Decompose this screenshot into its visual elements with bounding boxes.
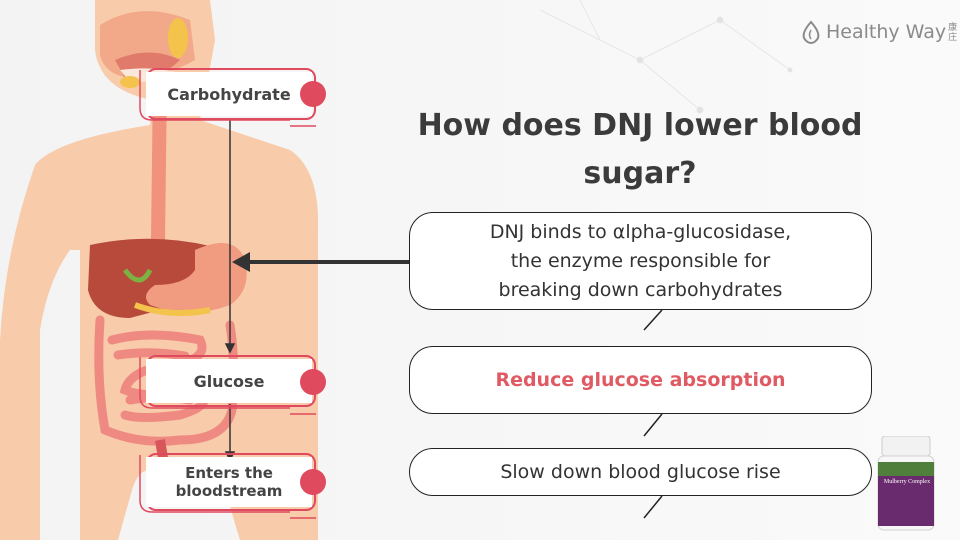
bubble-1-line-3: breaking down carbohydrates	[498, 278, 783, 301]
mechanism-bubble: DNJ binds to αlpha-glucosidase, the enzy…	[409, 212, 872, 310]
page-title: How does DNJ lower blood sugar?	[400, 102, 880, 198]
bloodstream-dot	[300, 469, 326, 495]
title-line-2: sugar?	[583, 156, 697, 191]
product-label: Mulberry Complex	[883, 479, 931, 485]
product-bottle-image	[877, 436, 935, 531]
bubble-2-tail	[643, 413, 663, 437]
glucose-dot	[300, 369, 326, 395]
bloodstream-line-1: Enters the	[185, 464, 273, 482]
title-line-1: How does DNJ lower blood	[417, 108, 863, 143]
bubble-3-text: Slow down blood glucose rise	[500, 461, 781, 483]
network-decoration	[539, 0, 793, 114]
carbohydrate-label: Carbohydrate	[146, 72, 312, 116]
bubble-3-tail	[643, 495, 663, 519]
bubble-1-line-1: DNJ binds to αlpha-glucosidase,	[489, 220, 792, 243]
carbohydrate-dot	[300, 81, 326, 107]
bubble-1-tail	[643, 309, 663, 331]
head-anatomy	[100, 11, 195, 88]
brand-name: Healthy Way	[826, 21, 947, 43]
brand-cjk: 康庄	[948, 22, 958, 42]
bubble-2-text: Reduce glucose absorption	[495, 369, 786, 391]
bubble-1-line-2: the enzyme responsible for	[510, 249, 771, 272]
bloodstream-label: Enters the bloodstream	[146, 457, 312, 507]
glucose-label: Glucose	[146, 359, 312, 403]
effect-bubble: Reduce glucose absorption	[409, 346, 872, 414]
pointer-arrow	[232, 252, 409, 272]
stomach	[146, 242, 247, 313]
brand-logo: Healthy Way 康庄	[800, 18, 958, 46]
result-bubble: Slow down blood glucose rise	[409, 448, 872, 496]
leaf-drop-icon	[802, 20, 820, 44]
bloodstream-line-2: bloodstream	[175, 482, 283, 500]
